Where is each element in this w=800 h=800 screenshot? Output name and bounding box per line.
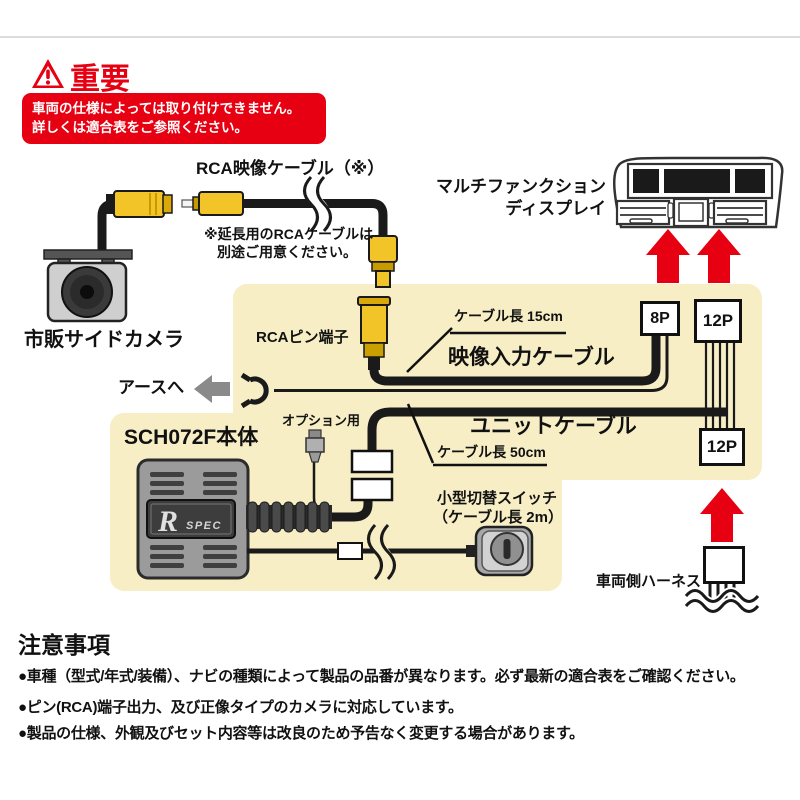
unit-logo-spec: SPEC: [186, 520, 222, 532]
harness-label: 車両側ハーネス: [596, 573, 702, 590]
rca-note-line1: ※延長用のRCAケーブルは: [204, 226, 374, 242]
unit-logo-plate: [146, 499, 236, 539]
connector-8p: 8P: [640, 301, 680, 336]
warning-line2: 詳しくは適合表をご参照ください。: [32, 120, 248, 135]
rca-cable-label: RCA映像ケーブル（※）: [196, 159, 385, 178]
ground-wire: [274, 336, 669, 392]
top-divider: [0, 36, 800, 38]
arrow-up-harness: [700, 488, 744, 542]
option-label: オプション用: [282, 413, 361, 428]
unit-logo-r: R: [157, 505, 178, 538]
caution-item-3: ●製品の仕様、外観及びセット内容等は改良のため予告なく変更する場合があります。: [18, 725, 584, 742]
rca-pin-jack: [357, 296, 391, 370]
rca-video-cable: [242, 199, 388, 240]
camera-label: 市販サイドカメラ: [24, 329, 184, 351]
ground-terminal: [240, 372, 269, 409]
connector-12p-top: 12P: [694, 299, 742, 343]
display-label-line1: マルチファンクション: [436, 177, 606, 196]
display-label-line2: ディスプレイ: [505, 199, 606, 218]
unit-cable-connector-bottom: [350, 477, 394, 502]
callout-lines: [406, 327, 566, 467]
unit-cable-length-label: ケーブル長 50cm: [437, 444, 546, 460]
switch-cable: [247, 520, 472, 584]
arrow-up-to-display-right: [697, 229, 741, 283]
video-input-cable: [369, 336, 661, 386]
unit-cable-label: ユニットケーブル: [470, 415, 637, 438]
important-heading: 重要: [70, 63, 130, 96]
connector-12p-bottom-label: 12P: [706, 437, 738, 456]
ground-label: アースへ: [118, 378, 185, 397]
warning-triangle-icon: [32, 59, 64, 88]
dashboard-illustration: [613, 156, 784, 229]
rca-plug-down: [368, 235, 398, 288]
sch072f-unit: R SPEC: [136, 458, 332, 580]
caution-item-2: ●ピン(RCA)端子出力、及び正像タイプのカメラに対応しています。: [18, 699, 463, 716]
unit-cable-connector-top: [350, 449, 394, 474]
warning-notice-box: 車両の仕様によっては取り付けできません。 詳しくは適合表をご参照ください。: [22, 93, 326, 144]
unit-pigtail-cable: [330, 500, 373, 522]
unit-label: SCH072F本体: [124, 426, 259, 449]
cable-break-mark-rca: [303, 172, 332, 236]
side-camera-illustration: [43, 199, 148, 323]
vehicle-harness: [683, 584, 761, 615]
video-cable-length-label: ケーブル長 15cm: [454, 308, 563, 324]
rca-pin-label: RCAピン端子: [256, 329, 349, 346]
harness-connector-box: [703, 546, 745, 584]
connector-12p-top-label: 12P: [702, 311, 734, 330]
connector-12p-bottom: 12P: [699, 428, 745, 466]
toggle-switch: [466, 525, 534, 577]
cautions-heading: 注意事項: [18, 632, 110, 658]
rca-note-line2: 別途ご用意ください。: [217, 243, 357, 260]
unit-cable: [367, 407, 726, 452]
switch-label-line2: （ケーブル長 2m）: [433, 509, 563, 526]
caution-item-1: ●車種（型式/年式/装備）、ナビの種類によって製品の品番が異なります。必ず最新の…: [18, 668, 745, 685]
corrugated-tube: [246, 501, 332, 533]
arrow-up-to-display-left: [646, 229, 690, 283]
rca-female-connector: [106, 190, 173, 218]
warning-line1: 車両の仕様によっては取り付けできません。: [32, 101, 301, 116]
arrow-left-to-ground: [194, 375, 230, 403]
switch-label-line1: 小型切替スイッチ: [437, 490, 558, 507]
rca-male-plug: [181, 191, 244, 216]
video-cable-label: 映像入力ケーブル: [448, 346, 615, 369]
connector-8p-label: 8P: [650, 309, 670, 327]
